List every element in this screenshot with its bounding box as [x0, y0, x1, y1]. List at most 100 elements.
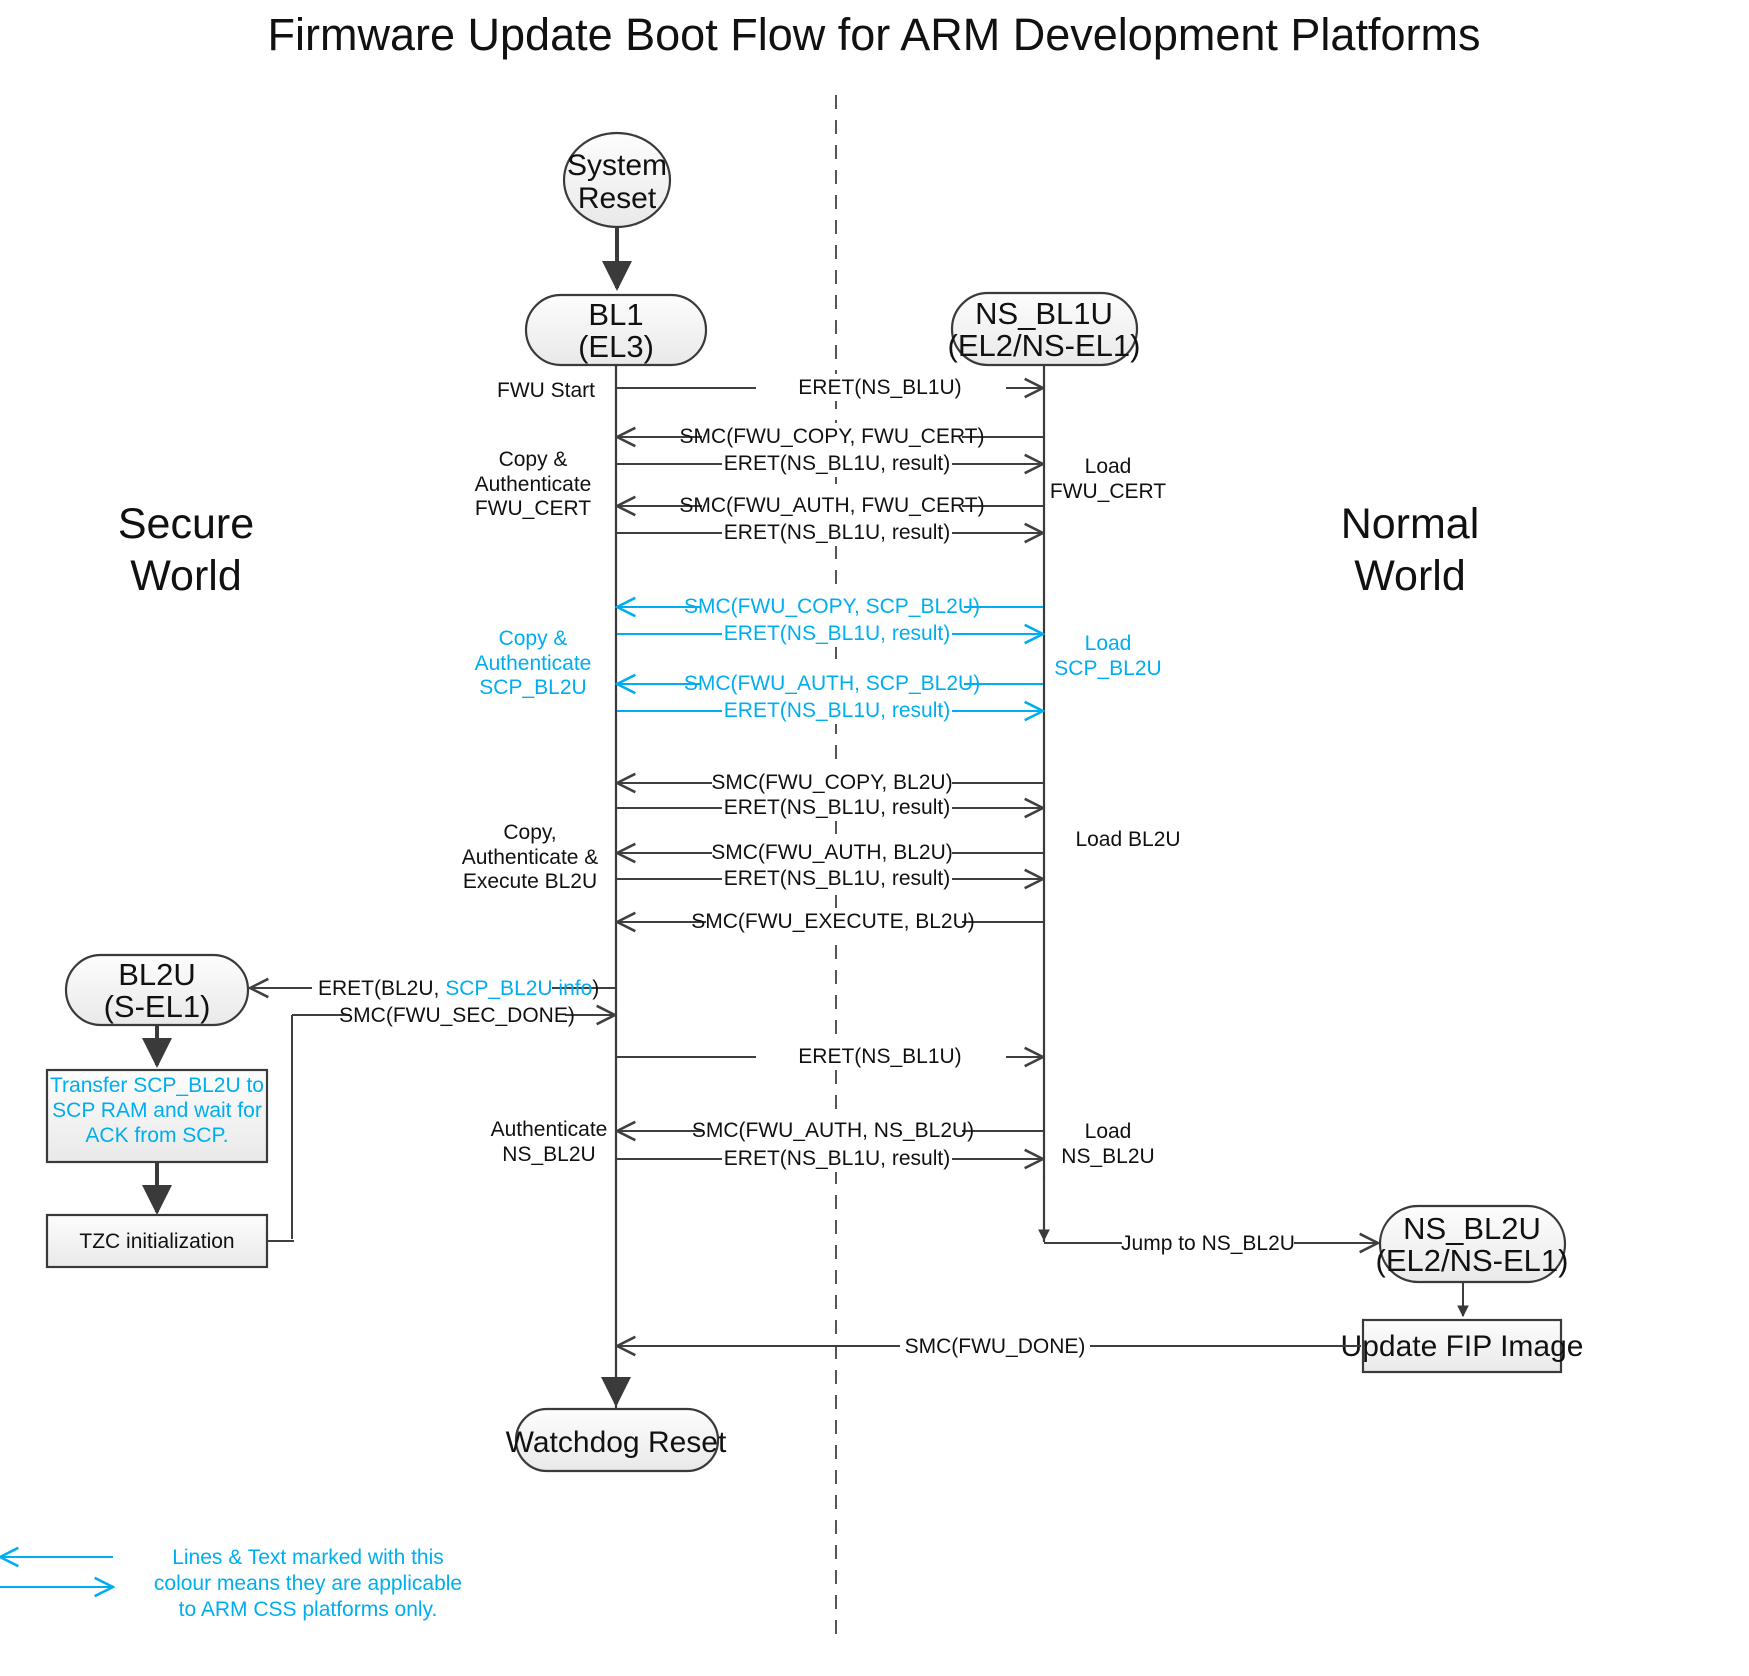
legend-css-colour: Lines & Text marked with this colour mea… — [0, 1546, 462, 1621]
message-m11: ERET(NS_BL1U, result) — [617, 794, 1043, 821]
bl2u-label-line2: (S-EL1) — [104, 989, 211, 1024]
box-tzc-initialization[interactable]: TZC initialization — [45, 1213, 269, 1269]
annotation-copy-auth-fwu-cert-line2: Authenticate — [475, 473, 592, 496]
page-title: Firmware Update Boot Flow for ARM Develo… — [268, 9, 1481, 60]
message-m8: SMC(FWU_AUTH, SCP_BL2U) — [617, 670, 1043, 697]
secure-world-label-line1: Secure — [118, 500, 254, 548]
transfer-box-line3: ACK from SCP. — [85, 1124, 228, 1147]
node-system-reset[interactable]: System Reset — [562, 131, 672, 229]
ns-bl1u-label-line1: NS_BL1U — [975, 296, 1113, 331]
annotation-copy-auth-scp-bl2u: Copy & Authenticate SCP_BL2U — [475, 627, 592, 699]
message-eret-bl2u: ERET(BL2U, SCP_BL2U info) — [250, 974, 615, 1001]
message-m3-label: ERET(NS_BL1U, result) — [724, 452, 950, 475]
annotation-copy-auth-scp-bl2u-line3: SCP_BL2U — [479, 676, 586, 699]
annotation-load-scp-bl2u-line2: SCP_BL2U — [1054, 657, 1161, 680]
message-m16-label: SMC(FWU_AUTH, NS_BL2U) — [692, 1119, 974, 1142]
message-m2-label: SMC(FWU_COPY, FWU_CERT) — [680, 425, 985, 448]
message-m12: SMC(FWU_AUTH, BL2U) — [617, 839, 1043, 866]
annotation-load-bl2u-line1: Load BL2U — [1075, 828, 1180, 851]
annotation-copy-auth-scp-bl2u-line1: Copy & — [499, 627, 568, 650]
message-m15-label: ERET(NS_BL1U) — [798, 1045, 961, 1068]
annotation-load-scp-bl2u: Load SCP_BL2U — [1054, 632, 1161, 680]
annotation-fwu-start: FWU Start — [497, 379, 595, 402]
box-update-fip-image[interactable]: Update FIP Image — [1341, 1318, 1584, 1374]
annotation-load-scp-bl2u-line1: Load — [1085, 632, 1132, 655]
message-smc-fwu-done-label: SMC(FWU_DONE) — [905, 1335, 1086, 1358]
message-m14-label: SMC(FWU_EXECUTE, BL2U) — [691, 910, 975, 933]
message-jump-to-ns-bl2u: Jump to NS_BL2U — [1044, 1229, 1378, 1256]
message-m8-label: SMC(FWU_AUTH, SCP_BL2U) — [684, 672, 980, 695]
secure-world-label-line2: World — [130, 552, 242, 600]
tzc-initialization-label: TZC initialization — [79, 1230, 234, 1253]
annotation-copy-auth-fwu-cert-line1: Copy & — [499, 448, 568, 471]
annotation-authenticate-ns-bl2u-line2: NS_BL2U — [502, 1143, 595, 1166]
node-ns-bl2u[interactable]: NS_BL2U (EL2/NS-EL1) — [1376, 1204, 1569, 1284]
box-transfer-scp-bl2u[interactable]: Transfer SCP_BL2U to SCP RAM and wait fo… — [45, 1068, 269, 1164]
message-m17: ERET(NS_BL1U, result) — [617, 1145, 1043, 1172]
annotation-load-fwu-cert-line2: FWU_CERT — [1050, 480, 1166, 503]
message-m7: ERET(NS_BL1U, result) — [617, 620, 1043, 647]
message-m10-label: SMC(FWU_COPY, BL2U) — [711, 771, 952, 794]
eret-bl2u-suffix: ) — [592, 977, 599, 1000]
message-m3: ERET(NS_BL1U, result) — [617, 450, 1043, 477]
message-m11-label: ERET(NS_BL1U, result) — [724, 796, 950, 819]
message-m13: ERET(NS_BL1U, result) — [617, 865, 1043, 892]
transfer-box-line2: SCP RAM and wait for — [52, 1099, 262, 1122]
eret-bl2u-css-part: SCP_BL2U info — [445, 977, 592, 1000]
message-smc-fwu-sec-done: SMC(FWU_SEC_DONE) — [291, 1001, 615, 1239]
legend-line3: to ARM CSS platforms only. — [179, 1598, 438, 1621]
message-smc-fwu-sec-done-label: SMC(FWU_SEC_DONE) — [339, 1004, 575, 1027]
node-bl1[interactable]: BL1 (EL3) — [524, 293, 708, 367]
bl1-label-line2: (EL3) — [578, 329, 654, 364]
message-eret-bl2u-label: ERET(BL2U, SCP_BL2U info) — [318, 977, 599, 1000]
message-m7-label: ERET(NS_BL1U, result) — [724, 622, 950, 645]
annotation-copy-auth-exec-bl2u-line3: Execute BL2U — [463, 870, 597, 893]
annotation-authenticate-ns-bl2u-line1: Authenticate — [491, 1118, 608, 1141]
message-m5: ERET(NS_BL1U, result) — [617, 519, 1043, 546]
watchdog-reset-label: Watchdog Reset — [506, 1426, 727, 1459]
message-smc-fwu-done: SMC(FWU_DONE) — [617, 1332, 1361, 1359]
annotation-copy-auth-exec-bl2u-line1: Copy, — [503, 821, 556, 844]
annotation-authenticate-ns-bl2u: Authenticate NS_BL2U — [491, 1118, 608, 1166]
annotation-load-fwu-cert: Load FWU_CERT — [1050, 455, 1166, 503]
node-ns-bl1u[interactable]: NS_BL1U (EL2/NS-EL1) — [948, 291, 1141, 367]
message-m4: SMC(FWU_AUTH, FWU_CERT) — [617, 492, 1043, 519]
message-m16: SMC(FWU_AUTH, NS_BL2U) — [617, 1117, 1043, 1144]
message-m6: SMC(FWU_COPY, SCP_BL2U) — [617, 593, 1043, 620]
annotation-load-fwu-cert-line1: Load — [1085, 455, 1132, 478]
annotation-copy-auth-fwu-cert-line3: FWU_CERT — [475, 497, 591, 520]
message-m13-label: ERET(NS_BL1U, result) — [724, 867, 950, 890]
eret-bl2u-prefix: ERET(BL2U, — [318, 977, 445, 1000]
message-m9-label: ERET(NS_BL1U, result) — [724, 699, 950, 722]
annotation-copy-auth-fwu-cert: Copy & Authenticate FWU_CERT — [475, 448, 592, 520]
message-m15: ERET(NS_BL1U) — [617, 1043, 1043, 1070]
bl2u-label-line1: BL2U — [118, 957, 196, 992]
transfer-box-line1: Transfer SCP_BL2U to — [50, 1074, 264, 1097]
message-m9: ERET(NS_BL1U, result) — [617, 697, 1043, 724]
message-m1-label: ERET(NS_BL1U) — [798, 376, 961, 399]
normal-world-label-line1: Normal — [1341, 500, 1480, 548]
message-m10: SMC(FWU_COPY, BL2U) — [617, 769, 1043, 796]
message-m14: SMC(FWU_EXECUTE, BL2U) — [617, 908, 1043, 935]
annotation-copy-auth-exec-bl2u: Copy, Authenticate & Execute BL2U — [462, 821, 599, 893]
message-m6-label: SMC(FWU_COPY, SCP_BL2U) — [684, 595, 980, 618]
node-watchdog-reset[interactable]: Watchdog Reset — [506, 1407, 727, 1473]
message-m4-label: SMC(FWU_AUTH, FWU_CERT) — [679, 494, 984, 517]
annotation-copy-auth-exec-bl2u-line2: Authenticate & — [462, 846, 599, 869]
legend-line2: colour means they are applicable — [154, 1572, 462, 1595]
annotation-fwu-start-line1: FWU Start — [497, 379, 595, 402]
system-reset-label-line1: System — [567, 149, 667, 182]
message-jump-to-ns-bl2u-label: Jump to NS_BL2U — [1121, 1232, 1295, 1255]
legend-line1: Lines & Text marked with this — [172, 1546, 444, 1569]
message-m17-label: ERET(NS_BL1U, result) — [724, 1147, 950, 1170]
bl1-label-line1: BL1 — [588, 297, 643, 332]
node-bl2u[interactable]: BL2U (S-EL1) — [64, 953, 250, 1027]
update-fip-image-label: Update FIP Image — [1341, 1330, 1584, 1363]
annotation-load-ns-bl2u-line2: NS_BL2U — [1061, 1145, 1154, 1168]
message-m5-label: ERET(NS_BL1U, result) — [724, 521, 950, 544]
annotation-load-ns-bl2u: Load NS_BL2U — [1061, 1120, 1154, 1168]
message-m2: SMC(FWU_COPY, FWU_CERT) — [617, 423, 1043, 450]
normal-world-label-line2: World — [1354, 552, 1466, 600]
